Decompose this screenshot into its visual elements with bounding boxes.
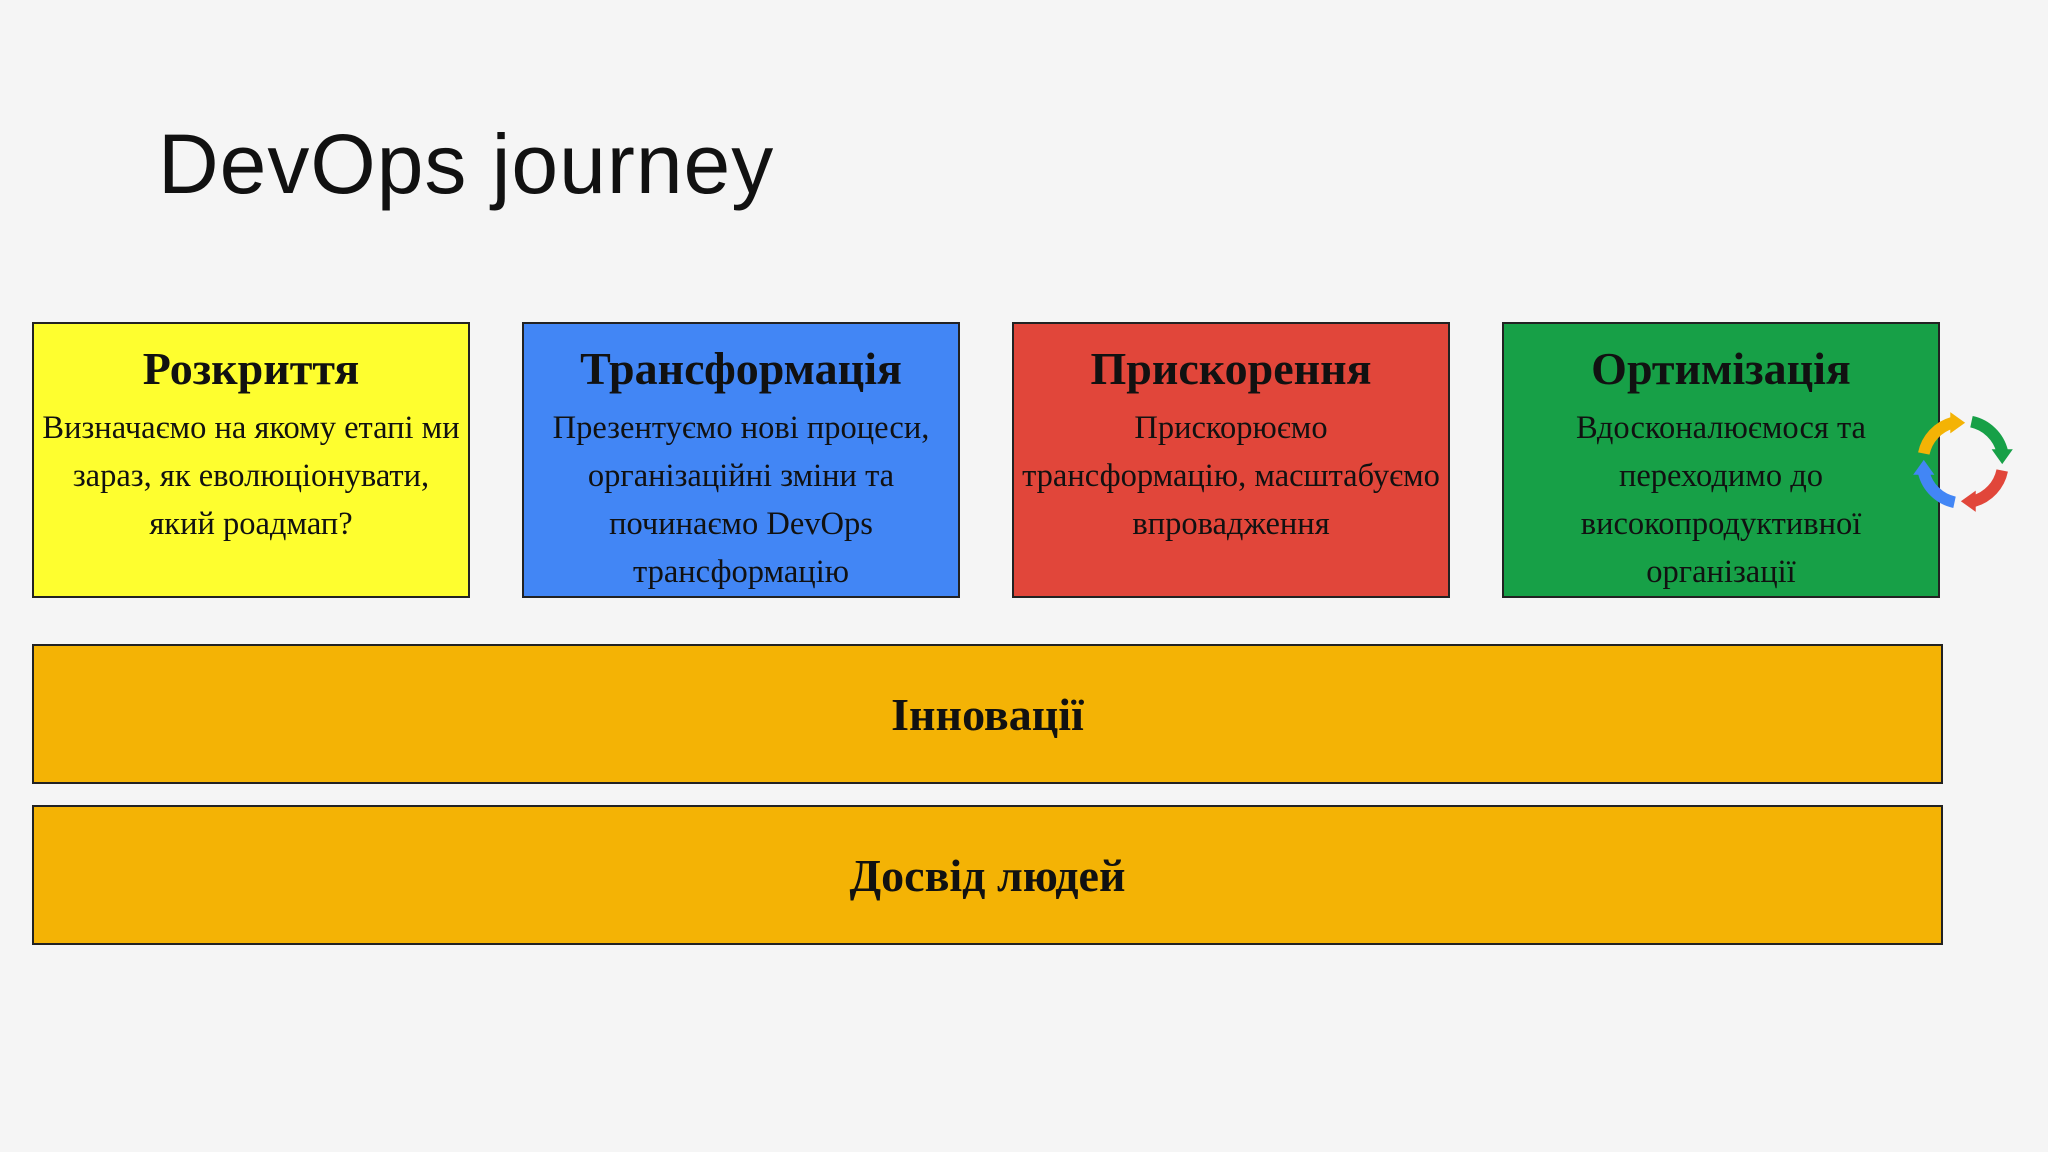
slide-title: DevOps journey — [158, 117, 775, 211]
cycle-arrow-head — [1991, 449, 2013, 465]
cycle-arrow-segment — [1918, 417, 1955, 455]
stage-discovery: Розкриття Визначаємо на якому етапі ми з… — [32, 322, 470, 598]
stage-description: Визначаємо на якому етапі ми зараз, як е… — [42, 409, 460, 542]
cycle-arrow-segment — [1969, 416, 2008, 454]
stage-description: Презентуємо нові процеси, організаційні … — [552, 409, 930, 590]
cycle-arrows-icon — [1913, 412, 2013, 512]
stage-title: Розкриття — [142, 343, 360, 394]
band-people-experience: Досвід людей — [32, 805, 1943, 945]
stage-description: Вдосконалюємося та переходимо до високоп… — [1576, 409, 1866, 590]
stage-transformation: Трансформація Презентуємо нові процеси, … — [522, 322, 960, 598]
cycle-arrow-head — [1913, 459, 1935, 475]
band-innovations: Інновації — [32, 644, 1943, 784]
stage-title: Трансформація — [580, 343, 902, 394]
stage-title: Ортимізація — [1591, 343, 1851, 394]
stage-title: Прискорення — [1090, 343, 1372, 394]
cycle-arrow-segment — [1918, 470, 1957, 508]
cycle-arrow-segment — [1971, 469, 2008, 507]
stage-optimization: Ортимізація Вдосконалюємося та переходим… — [1502, 322, 1940, 598]
cycle-arrow-head — [1960, 490, 1976, 512]
cycle-arrow-head — [1950, 412, 1966, 434]
stage-acceleration: Прискорення Прискорюємо трансформацію, м… — [1012, 322, 1450, 598]
stage-description: Прискорюємо трансформацію, масштабуємо в… — [1022, 409, 1440, 542]
